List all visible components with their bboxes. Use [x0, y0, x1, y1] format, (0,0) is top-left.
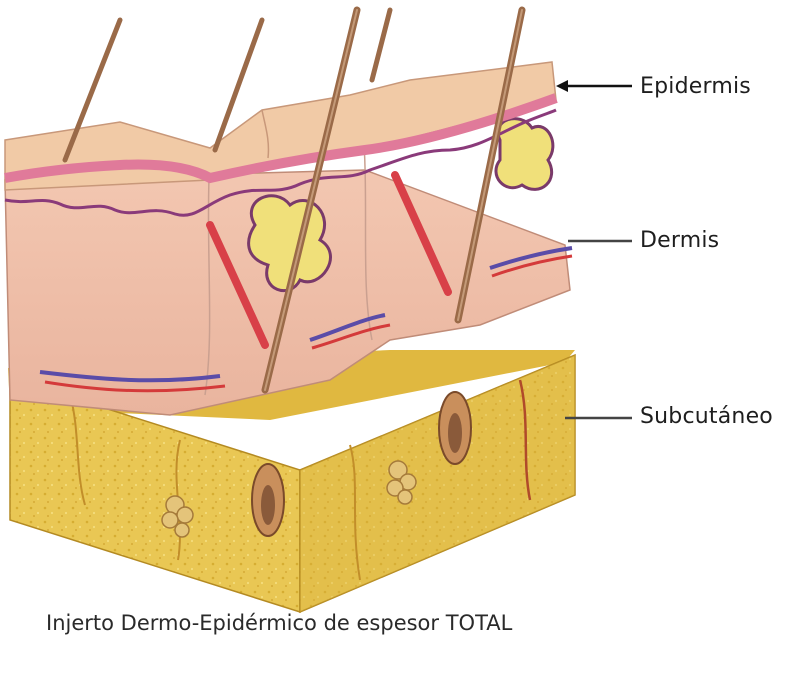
figure-caption: Injerto Dermo-Epidérmico de espesor TOTA…	[46, 611, 513, 635]
dermis-label: Dermis	[640, 228, 720, 253]
hair-shafts	[62, 6, 526, 394]
subcutaneous-label: Subcutáneo	[640, 404, 773, 429]
epidermis-layer	[4, 61, 558, 217]
label-pointers	[556, 80, 632, 420]
epidermis-label: Epidermis	[640, 74, 751, 99]
